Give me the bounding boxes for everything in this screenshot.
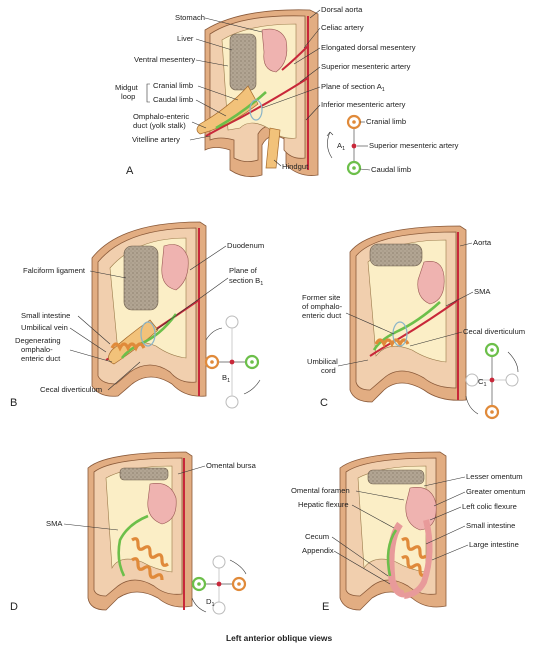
label-section-b1: section B1 <box>229 276 263 287</box>
panel-letter-d: D <box>10 601 18 613</box>
inset-d1 <box>191 555 247 615</box>
label-hepatic-flexure: Hepatic flexure <box>298 500 349 509</box>
label-duct-yolk-stalk: duct (yolk stalk) <box>133 121 186 130</box>
label-liver: Liver <box>177 34 194 43</box>
label-lesser-omentum: Lesser omentum <box>466 472 523 481</box>
label-cecum: Cecum <box>305 532 329 541</box>
inset-a1 <box>326 114 362 176</box>
label-large-intestine: Large intestine <box>469 540 519 549</box>
label-omental-bursa: Omental bursa <box>206 461 257 470</box>
label-superior-mesenteric-artery: Superior mesenteric artery <box>321 62 411 71</box>
label-duodenum: Duodenum <box>227 241 264 250</box>
label-degenerating: Degenerating <box>15 336 61 345</box>
panel-a-labels: Stomach Liver Ventral mesentery Midgut l… <box>115 5 459 177</box>
label-inferior-mesenteric-artery: Inferior mesenteric artery <box>321 100 406 109</box>
liver-shape-b <box>123 245 159 311</box>
label-small-intestine-e: Small intestine <box>466 521 515 530</box>
label-omental-foramen: Omental foramen <box>291 486 350 495</box>
label-vitelline-artery: Vitelline artery <box>132 135 180 144</box>
panel-letter-c: C <box>320 397 328 409</box>
label-caudal-limb: Caudal limb <box>153 95 193 104</box>
label-hindgut: Hindgut <box>282 162 309 171</box>
liver-shape <box>229 33 257 91</box>
label-plane-of-section-a1: Plane of section A1 <box>321 82 385 93</box>
label-cecal-diverticulum-b: Cecal diverticulum <box>40 385 102 394</box>
label-loop: loop <box>121 92 135 101</box>
panel-a-drawing <box>196 9 362 178</box>
figure-caption: Left anterior oblique views <box>226 633 332 643</box>
inset-c1 <box>465 342 519 420</box>
label-umbilical: Umbilical <box>307 357 338 366</box>
label-sma-d: SMA <box>46 519 63 528</box>
inset-a1-sma: Superior mesenteric artery <box>369 141 459 150</box>
inset-a1-caudal-limb: Caudal limb <box>371 165 411 174</box>
label-celiac-artery: Celiac artery <box>321 23 364 32</box>
panel-d-drawing <box>87 451 247 615</box>
label-midgut: Midgut <box>115 83 139 92</box>
panel-e-drawing <box>339 451 447 611</box>
inset-a1-cranial-limb: Cranial limb <box>366 117 406 126</box>
label-umbilical-vein: Umbilical vein <box>21 323 68 332</box>
label-greater-omentum: Greater omentum <box>466 487 526 496</box>
label-of-omphalo: of omphalo- <box>302 302 343 311</box>
label-aorta: Aorta <box>473 238 492 247</box>
label-dorsal-aorta: Dorsal aorta <box>321 5 363 14</box>
panel-letter-a: A <box>126 165 134 177</box>
label-enteric-duct-c: enteric duct <box>302 311 342 320</box>
label-enteric-duct: enteric duct <box>21 354 61 363</box>
label-cecal-diverticulum-c: Cecal diverticulum <box>463 327 525 336</box>
label-small-intestine: Small intestine <box>21 311 70 320</box>
stomach-shape <box>261 28 288 73</box>
panel-b-drawing <box>91 221 261 409</box>
label-former-site: Former site <box>302 293 340 302</box>
panel-c-labels: Aorta Former site of omphalo- enteric du… <box>302 238 525 409</box>
label-omphalo: omphalo- <box>21 345 53 354</box>
label-stomach: Stomach <box>175 13 205 22</box>
inset-a1-title: A1 <box>337 141 345 152</box>
panel-letter-e: E <box>322 601 329 613</box>
panel-e-labels: Lesser omentum Greater omentum Omental f… <box>291 472 526 613</box>
label-cranial-limb: Cranial limb <box>153 81 193 90</box>
inset-b1-title: B1 <box>222 373 230 384</box>
inset-b1 <box>204 315 261 409</box>
panel-c-drawing <box>349 225 519 420</box>
panel-b-labels: Duodenum Falciform ligament Plane of sec… <box>10 241 264 409</box>
label-ventral-mesentery: Ventral mesentery <box>134 55 195 64</box>
panel-letter-b: B <box>10 397 17 409</box>
label-falciform-ligament: Falciform ligament <box>23 266 86 275</box>
label-sma-c: SMA <box>474 287 491 296</box>
label-appendix: Appendix <box>302 546 334 555</box>
label-plane-of: Plane of <box>229 266 258 275</box>
label-left-colic-flexure: Left colic flexure <box>462 502 517 511</box>
inset-d1-title: D1 <box>206 597 215 608</box>
panel-d-labels: Omental bursa SMA D D1 <box>10 461 257 613</box>
inset-c1-title: C1 <box>478 377 487 388</box>
label-cord: cord <box>321 366 336 375</box>
label-elongated-dorsal-mesentery: Elongated dorsal mesentery <box>321 43 416 52</box>
label-omphalo-enteric: Omphalo-enteric <box>133 112 189 121</box>
